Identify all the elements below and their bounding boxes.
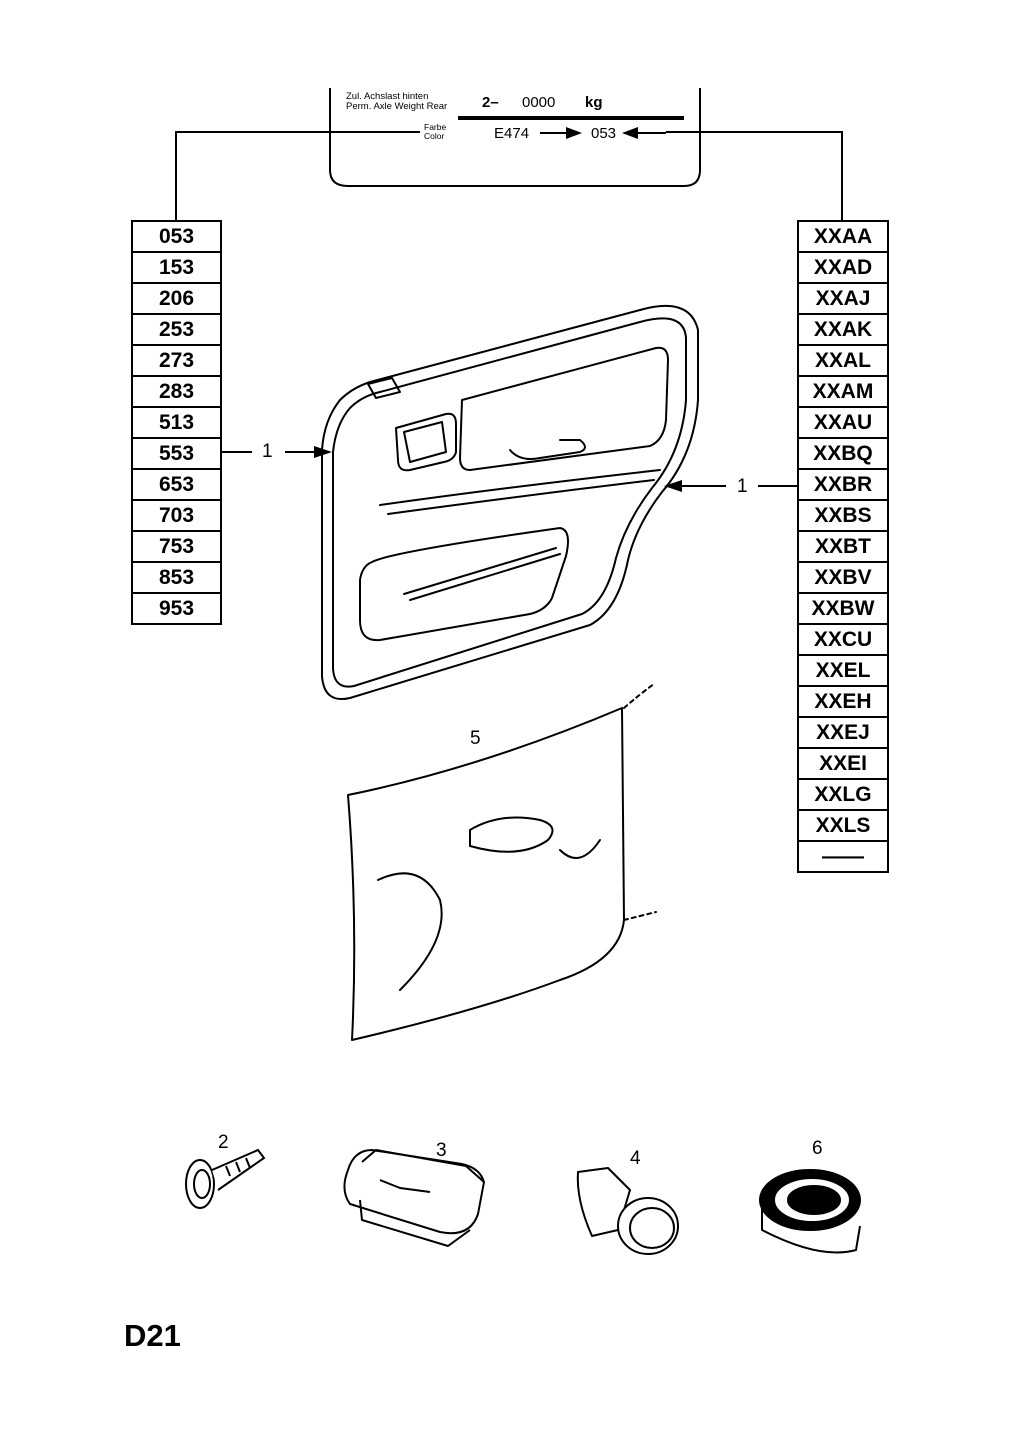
axle-weight-label-de: Zul. Achslast hinten [346, 91, 429, 102]
axle-weight-value: 0000 [522, 94, 556, 111]
right-code-cell: XXBW [797, 592, 889, 625]
right-code-cell: XXEI [797, 747, 889, 780]
page-code: D21 [124, 1318, 181, 1353]
color-label-en: Color [424, 131, 445, 141]
left-code-cell: 703 [131, 499, 222, 532]
callout-tape: 6 [812, 1138, 823, 1159]
left-code-cell: 513 [131, 406, 222, 439]
left-code-cell: 853 [131, 561, 222, 594]
color-label-de: Farbe [424, 122, 447, 132]
right-code-cell: XXBQ [797, 437, 889, 470]
axle-weight-unit: kg [585, 94, 603, 111]
callout-clip: 3 [436, 1140, 447, 1161]
right-code-cell: XXBT [797, 530, 889, 563]
door-trim-panel-illustration [321, 305, 699, 700]
right-code-cell: XXBS [797, 499, 889, 532]
moisture-sheet-illustration [347, 683, 657, 1041]
callout-panel-left: 1 [262, 441, 273, 462]
right-leader-line [666, 131, 843, 220]
left-code-cell: 273 [131, 344, 222, 377]
clip-illustration [343, 1149, 485, 1247]
left-code-cell: 053 [131, 220, 222, 253]
right-code-cell: XXCU [797, 623, 889, 656]
screw-illustration [185, 1148, 266, 1209]
callout-screw: 2 [218, 1132, 229, 1153]
left-code-cell: 653 [131, 468, 222, 501]
right-code-cell: —— [797, 840, 889, 873]
right-code-cell: XXEH [797, 685, 889, 718]
axle-weight-prefix: 2– [482, 94, 499, 111]
right-code-cell: XXAL [797, 344, 889, 377]
right-code-cell: XXBR [797, 468, 889, 501]
tape-roll-illustration [759, 1169, 861, 1254]
left-code-cell: 553 [131, 437, 222, 470]
right-code-cell: XXLG [797, 778, 889, 811]
arrow-icon [566, 127, 582, 139]
arrow-icon [622, 127, 638, 139]
color-code-left: E474 [494, 125, 530, 142]
right-code-cell: XXAK [797, 313, 889, 346]
right-code-cell: XXAM [797, 375, 889, 408]
arrow-icon [664, 480, 682, 492]
label-plate [329, 88, 701, 187]
left-code-cell: 283 [131, 375, 222, 408]
callout-panel-right: 1 [737, 476, 748, 497]
left-code-cell: 753 [131, 530, 222, 563]
callout-push-pin: 4 [630, 1148, 641, 1169]
right-code-cell: XXAA [797, 220, 889, 253]
left-code-cell: 206 [131, 282, 222, 315]
left-leader-line [175, 131, 420, 220]
right-code-cell: XXLS [797, 809, 889, 842]
right-option-code-table: XXAA XXAD XXAJ XXAK XXAL XXAM XXAU XXBQ … [797, 220, 889, 873]
left-code-cell: 953 [131, 592, 222, 625]
right-code-cell: XXEL [797, 654, 889, 687]
right-code-cell: XXAJ [797, 282, 889, 315]
right-code-cell: XXAU [797, 406, 889, 439]
right-code-cell: XXEJ [797, 716, 889, 749]
callout-sheet: 5 [470, 728, 481, 749]
right-code-cell: XXAD [797, 251, 889, 284]
axle-weight-label-en: Perm. Axle Weight Rear [346, 101, 448, 112]
right-code-cell: XXBV [797, 561, 889, 594]
left-code-cell: 253 [131, 313, 222, 346]
left-color-code-table: 053 153 206 253 273 283 513 553 653 703 … [131, 220, 222, 625]
color-code-right: 053 [591, 125, 617, 142]
push-pin-illustration [576, 1167, 679, 1255]
left-code-cell: 153 [131, 251, 222, 284]
